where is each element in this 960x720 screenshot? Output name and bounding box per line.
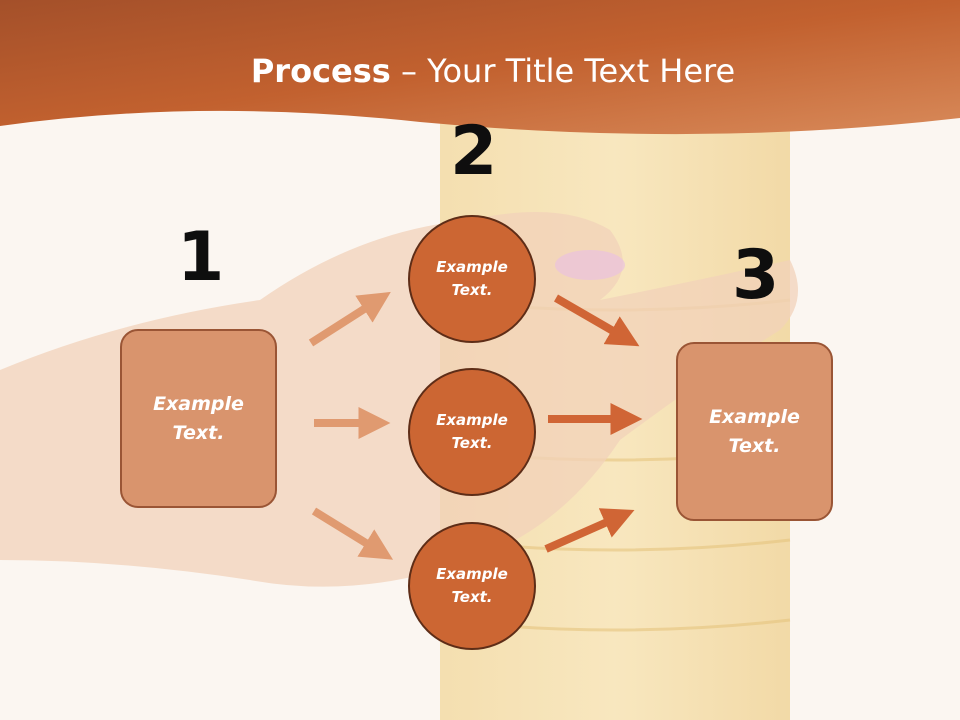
arrow-left-up <box>308 291 391 347</box>
circle-bottom-text: Example Text. <box>436 565 508 606</box>
right-box: Example Text. <box>676 342 833 521</box>
step-number-3: 3 <box>732 236 780 315</box>
circle-top: Example Text. <box>408 215 536 343</box>
arrow-right-down <box>544 508 635 553</box>
page-title: Process – Your Title Text Here <box>0 52 960 90</box>
arrow-right-up <box>553 294 640 347</box>
step-number-2: 2 <box>450 112 498 191</box>
circle-middle: Example Text. <box>408 368 536 496</box>
left-box-text: Example Text. <box>153 392 244 444</box>
arrow-left-down <box>311 507 394 560</box>
title-bold: Process <box>250 52 391 90</box>
step-number-1: 1 <box>177 218 225 297</box>
right-box-text: Example Text. <box>709 405 800 457</box>
circle-middle-text: Example Text. <box>436 411 508 452</box>
left-box: Example Text. <box>120 329 277 508</box>
circle-bottom: Example Text. <box>408 522 536 650</box>
title-rest: – Your Title Text Here <box>390 52 736 90</box>
circle-top-text: Example Text. <box>436 258 508 299</box>
